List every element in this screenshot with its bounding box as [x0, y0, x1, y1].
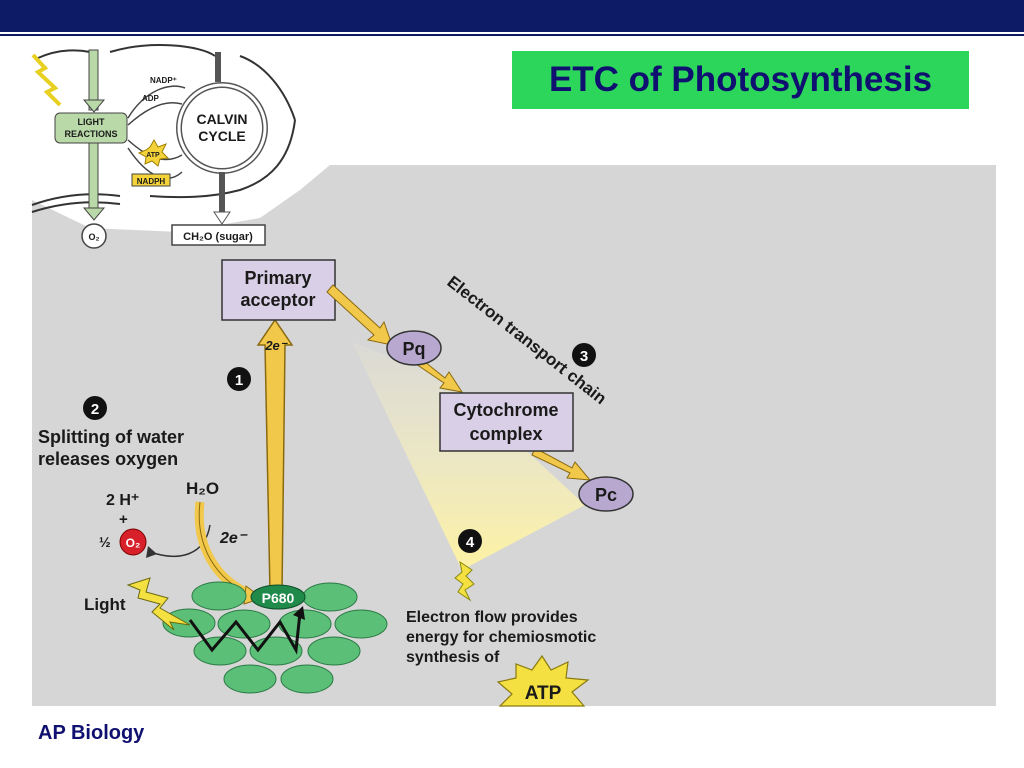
inset-atp-label: ATP	[146, 152, 160, 159]
flow-label-3: synthesis of	[406, 649, 500, 666]
header-rule	[0, 34, 1024, 36]
slide-title: ETC of Photosynthesis	[548, 60, 933, 99]
inset-overview: LIGHT REACTIONS NADP⁺ ADP ATP NADPH CALV…	[31, 44, 296, 249]
flow-label-1: Electron flow provides	[406, 609, 578, 626]
plus-label: +	[119, 511, 128, 528]
inset-atp-burst-icon	[137, 138, 170, 167]
primary-acceptor-label-2: acceptor	[240, 290, 315, 310]
pq-carrier	[386, 330, 442, 366]
inset-nadph-label: NADPH	[137, 177, 166, 186]
arrow-acceptor-to-pq	[326, 284, 393, 346]
step-1-number: 1	[235, 372, 243, 389]
cytochrome-label-2: complex	[469, 424, 542, 444]
cytochrome-label-1: Cytochrome	[453, 400, 558, 420]
light-label: Light	[84, 595, 126, 614]
cytochrome-complex-box	[439, 392, 574, 452]
primary-acceptor-box	[221, 259, 336, 321]
p680-reaction-center	[250, 584, 306, 610]
arrow-pq-to-cyt	[415, 357, 464, 393]
h2o-label: H₂O	[186, 479, 219, 498]
energy-glow	[352, 342, 585, 570]
inset-adp-label: ADP	[142, 94, 160, 103]
p680-label: P680	[262, 590, 295, 606]
oxygen-icon	[119, 528, 147, 556]
inset-o2-label: O₂	[89, 232, 100, 242]
pc-carrier	[578, 476, 634, 512]
water-to-oxygen-arrow	[149, 524, 211, 557]
inset-calvin-label-1: CALVIN	[196, 111, 247, 127]
splitting-label-2: releases oxygen	[38, 449, 178, 469]
inset-sugar-label: CH₂O (sugar)	[183, 231, 253, 243]
step-2-number: 2	[91, 401, 99, 418]
oxygen-label: O₂	[126, 536, 141, 550]
inset-sugar-output	[171, 224, 266, 246]
half-label: ½	[99, 534, 111, 550]
step-3-marker: 3	[572, 343, 596, 367]
electron-arrow-to-acceptor	[256, 318, 294, 593]
step-2-marker: 2	[83, 396, 107, 420]
step-4-bolt-icon	[454, 560, 475, 602]
pc-label: Pc	[595, 485, 617, 505]
inset-nadp-label: NADP⁺	[150, 76, 177, 85]
splitting-label-1: Splitting of water	[38, 427, 184, 447]
inset-light-reactions-box	[54, 112, 128, 144]
arrow-cyt-to-pc	[531, 447, 592, 481]
slide-title-box: ETC of Photosynthesis	[512, 51, 969, 109]
inset-light-bolt-icon	[31, 53, 62, 107]
photosystem-cluster	[162, 581, 388, 694]
header-bar	[0, 0, 1024, 32]
step-4-marker: 4	[458, 529, 482, 553]
pq-label: Pq	[402, 339, 425, 359]
atp-burst-icon	[496, 654, 590, 707]
two-h-label: 2 H⁺	[106, 492, 139, 509]
atp-label: ATP	[525, 683, 562, 704]
inset-light-label-2: REACTIONS	[64, 129, 117, 139]
footer-label: AP Biology	[38, 722, 145, 744]
inset-light-label-1: LIGHT	[78, 117, 105, 127]
two-e-vertical-label: 2e⁻	[264, 338, 288, 353]
step-3-number: 3	[580, 348, 588, 365]
inset-calvin-label-2: CYCLE	[198, 128, 245, 144]
step-4-number: 4	[466, 534, 475, 551]
flow-label-2: energy for chemiosmotic	[406, 629, 596, 646]
two-e-label: 2e⁻	[219, 530, 248, 547]
step-1-marker: 1	[227, 367, 251, 391]
primary-acceptor-label-1: Primary	[244, 268, 311, 288]
energy-transfer-zigzag	[188, 612, 302, 655]
light-bolt-icon	[126, 577, 191, 631]
inset-o2-output	[81, 223, 107, 249]
